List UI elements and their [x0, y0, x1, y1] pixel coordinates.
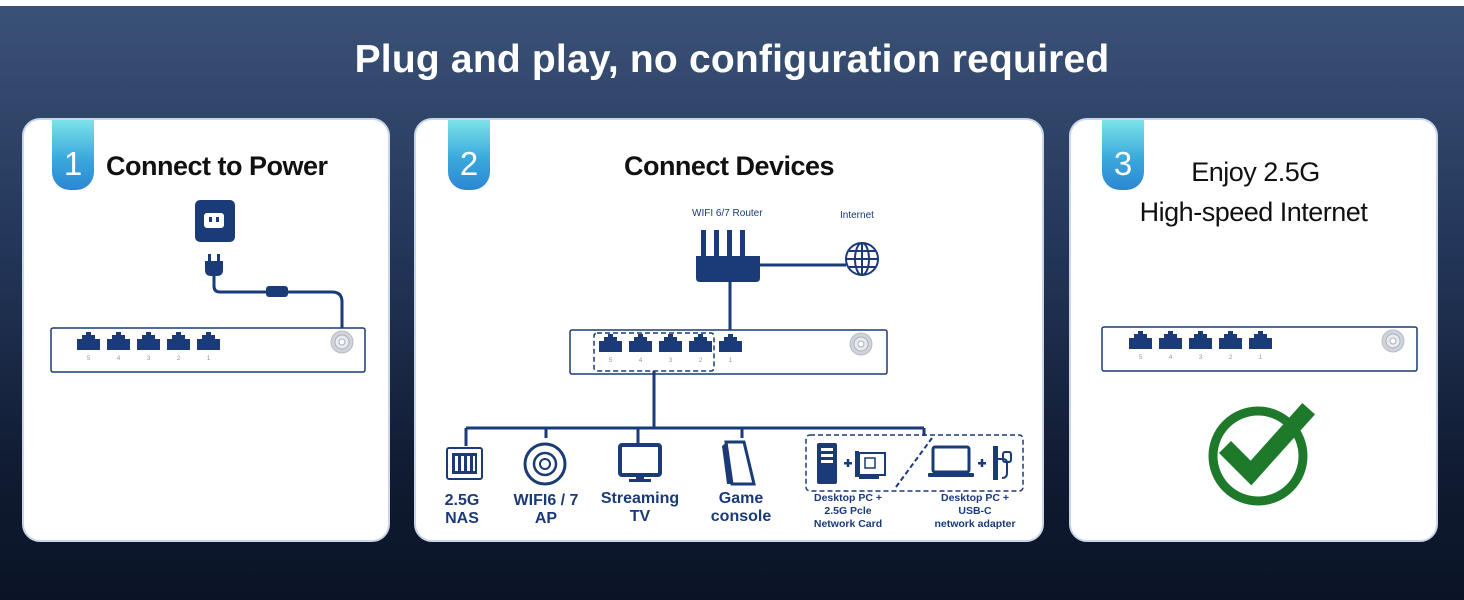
desktop-pcie-icon [817, 443, 886, 484]
step-1-title: Connect to Power [106, 151, 328, 181]
step-2-badge: 2 [448, 120, 490, 190]
port-number: 1 [207, 356, 211, 362]
checkmark-icon [1208, 402, 1316, 506]
port-number: 4 [1169, 355, 1173, 361]
ethernet-port-icon: 5 [77, 332, 100, 362]
step-3-title-line1: Enjoy 2.5G [1191, 157, 1320, 187]
ethernet-port-icon: 1 [719, 334, 742, 364]
power-outlet-icon [195, 200, 235, 242]
top-strip [0, 0, 1464, 6]
tv-icon [618, 443, 662, 482]
ethernet-port-icon: 1 [1249, 331, 1272, 361]
pc-options-group [805, 434, 1024, 492]
step-3-badge: 3 [1102, 120, 1144, 190]
port-number: 4 [117, 356, 121, 362]
router-icon [696, 230, 760, 282]
port-number: 4 [639, 358, 643, 364]
ethernet-port-icon: 2 [167, 332, 190, 362]
ethernet-port-icon: 3 [659, 334, 682, 364]
ethernet-port-icon: 3 [137, 332, 160, 362]
power-jack-icon [849, 332, 873, 356]
port-number: 1 [1259, 355, 1263, 361]
laptop-usbc-icon [928, 445, 1012, 480]
power-jack-icon [330, 330, 354, 354]
ethernet-port-icon: 1 [197, 332, 220, 362]
port-number: 3 [669, 358, 673, 364]
step-2-title: Connect Devices [623, 151, 835, 181]
port-number: 2 [177, 356, 181, 362]
ethernet-port-icon: 5 [1129, 331, 1152, 361]
switch-ports: 5 4 3 2 1 [1129, 329, 1405, 361]
port-number: 3 [1199, 355, 1203, 361]
access-point-icon [523, 442, 567, 486]
port-number: 3 [147, 356, 151, 362]
step-1-badge: 1 [52, 120, 94, 190]
internet-label: Internet [840, 210, 874, 221]
ethernet-port-icon: 5 [599, 334, 622, 364]
switch-ports: 5 4 3 2 1 [599, 332, 873, 364]
ethernet-port-icon: 4 [1159, 331, 1182, 361]
port-number: 5 [87, 356, 91, 362]
ethernet-port-icon: 4 [107, 332, 130, 362]
step-3-title-line2: High-speed Internet [1139, 197, 1368, 227]
nas-icon [446, 447, 483, 480]
ethernet-port-icon: 2 [689, 334, 712, 364]
port-number: 1 [729, 358, 733, 364]
game-console-icon [722, 440, 756, 486]
step-2-panel: 2 Connect Devices WIFI 6/7 Router Intern… [414, 118, 1044, 542]
ethernet-port-icon: 3 [1189, 331, 1212, 361]
step-3-title: Enjoy 2.5G High-speed Internet [1071, 152, 1436, 232]
port-number: 5 [609, 358, 613, 364]
globe-icon [845, 242, 879, 276]
port-number: 5 [1139, 355, 1143, 361]
power-jack-icon [1381, 329, 1405, 353]
step-3-panel: 3 Enjoy 2.5G High-speed Internet 5 4 3 2 1 [1069, 118, 1438, 542]
step-1-panel: 1 Connect to Power 5 4 3 2 1 [22, 118, 390, 542]
switch-ports: 5 4 3 2 1 [77, 330, 354, 362]
ethernet-port-icon: 2 [1219, 331, 1242, 361]
port-number: 2 [1229, 355, 1233, 361]
power-plug-icon [205, 254, 223, 276]
router-label: WIFI 6/7 Router [692, 208, 763, 219]
page-headline: Plug and play, no configuration required [354, 38, 1110, 81]
port-number: 2 [699, 358, 703, 364]
ethernet-port-icon: 4 [629, 334, 652, 364]
